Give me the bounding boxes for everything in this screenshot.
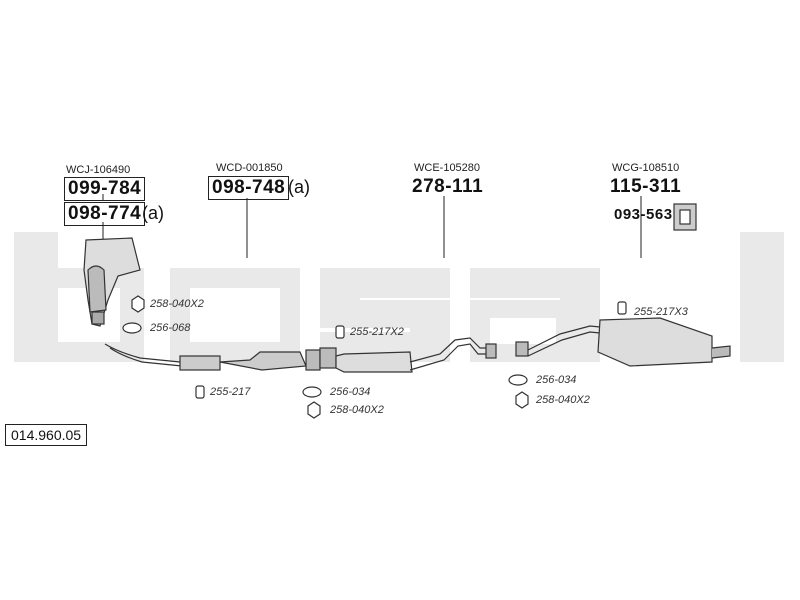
hardware-label: 258-040X2 (150, 298, 204, 310)
hardware-label: 255-217 (210, 386, 251, 398)
part-suffix: (a) (142, 203, 164, 223)
hardware-label: 256-068 (150, 322, 191, 334)
part-number: 115-311 (610, 176, 682, 197)
part-number: 093-563 (614, 206, 673, 223)
rubber-mount-icon (673, 203, 697, 231)
hardware-label: 256-034 (330, 386, 371, 398)
hardware-label: 258-040X2 (330, 404, 384, 416)
hardware-label: 255-217X2 (350, 326, 404, 338)
hardware-label: 258-040X2 (536, 394, 590, 406)
part-number: 278-111 (412, 176, 484, 197)
diagram-code: 014.960.05 (5, 424, 88, 446)
manifold-catalyst-part (83, 237, 141, 327)
ref-label: WCD-001850 (216, 162, 283, 174)
part-suffix: (a) (288, 177, 310, 197)
front-pipe-part (104, 343, 321, 371)
hardware-label: 255-217X3 (634, 306, 688, 318)
ref-label: WCE-105280 (414, 162, 481, 174)
part-number: 098-774 (64, 202, 146, 226)
part-number: 098-748 (208, 176, 290, 200)
rear-silencer-part (515, 317, 731, 367)
hardware-label: 256-034 (536, 374, 577, 386)
part-number: 099-784 (64, 177, 146, 201)
ref-label: WCJ-106490 (66, 164, 131, 176)
ref-label: WCG-108510 (612, 162, 680, 174)
middle-silencer-part (319, 337, 497, 373)
